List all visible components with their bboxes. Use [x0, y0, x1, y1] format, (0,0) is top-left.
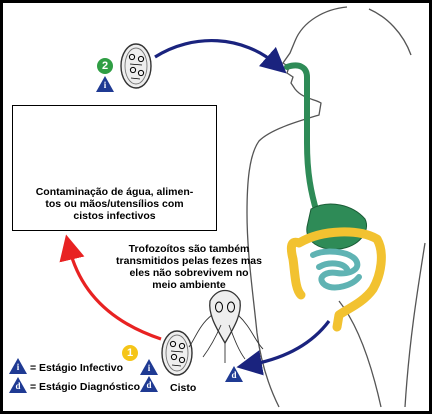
digestive-tract: [284, 62, 386, 332]
step-2-badge: 2: [97, 58, 113, 74]
infective-stage-marker: i: [96, 76, 114, 92]
cyst-icon: [161, 330, 193, 376]
legend-diagnostic: d= Estágio Diagnóstico: [9, 377, 140, 393]
trophozoite-icon: [188, 289, 264, 363]
arrow-cyst-to-mouth: [154, 39, 287, 74]
contamination-caption: Contaminação de água, alimen- tos ou mão…: [35, 186, 194, 222]
diagram-artwork: [26, 6, 426, 408]
contamination-box: Contaminação de água, alimen- tos ou mão…: [12, 105, 217, 231]
legend-infective: i= Estágio Infectivo: [9, 358, 123, 374]
cyst-label: Cisto: [170, 382, 197, 394]
infective-stage-marker: i: [9, 358, 27, 374]
diagnostic-stage-marker: d: [140, 376, 158, 392]
arrow-cyst-to-contamination: [59, 234, 162, 341]
life-cycle-diagram: Contaminação de água, alimen- tos ou mão…: [3, 3, 429, 411]
arrow-body-to-stool: [236, 320, 331, 376]
step-1-badge: 1: [122, 345, 138, 361]
diagnostic-stage-marker: d: [225, 366, 243, 382]
cyst-icon: [120, 43, 152, 89]
diagnostic-stage-marker: d: [9, 377, 27, 393]
transmission-note: Trofozoítos são também transmitidos pela…: [116, 243, 262, 291]
infective-stage-marker: i: [140, 359, 158, 375]
